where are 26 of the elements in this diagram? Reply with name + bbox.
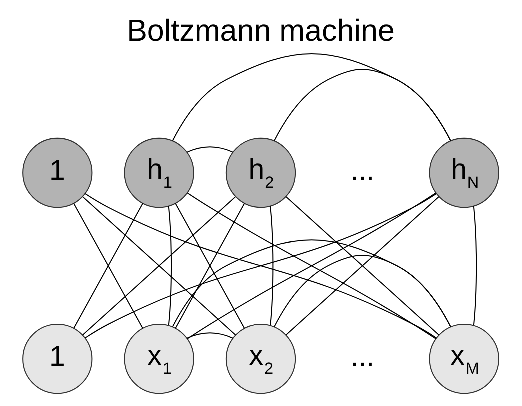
node-circle: h$_{1}$	[124, 138, 194, 208]
node-circle: h$_{2}$	[226, 138, 296, 208]
connector	[172, 54, 452, 142]
connector	[286, 196, 440, 336]
connector	[274, 255, 452, 328]
node-circle: 1	[22, 324, 93, 394]
connector	[270, 206, 274, 326]
connector	[186, 332, 234, 339]
connector	[172, 240, 452, 328]
connector	[186, 146, 234, 153]
node-circle: h$_{N}$	[429, 138, 500, 208]
connector	[74, 203, 144, 329]
connector	[473, 206, 478, 326]
node-circle: x$_{2}$	[226, 324, 296, 394]
connector	[175, 203, 246, 329]
connector	[82, 196, 236, 336]
label: ...	[350, 155, 375, 188]
label: ...	[350, 341, 375, 374]
node-circle: 1	[22, 138, 93, 208]
connector	[85, 194, 437, 339]
node-circle: x$_{M}$	[429, 324, 500, 394]
diagram-title: Boltzmann machine	[127, 14, 395, 48]
connector	[187, 192, 436, 340]
connector	[168, 206, 172, 326]
connector	[274, 69, 452, 142]
node-circle: x$_{1}$	[124, 324, 194, 394]
